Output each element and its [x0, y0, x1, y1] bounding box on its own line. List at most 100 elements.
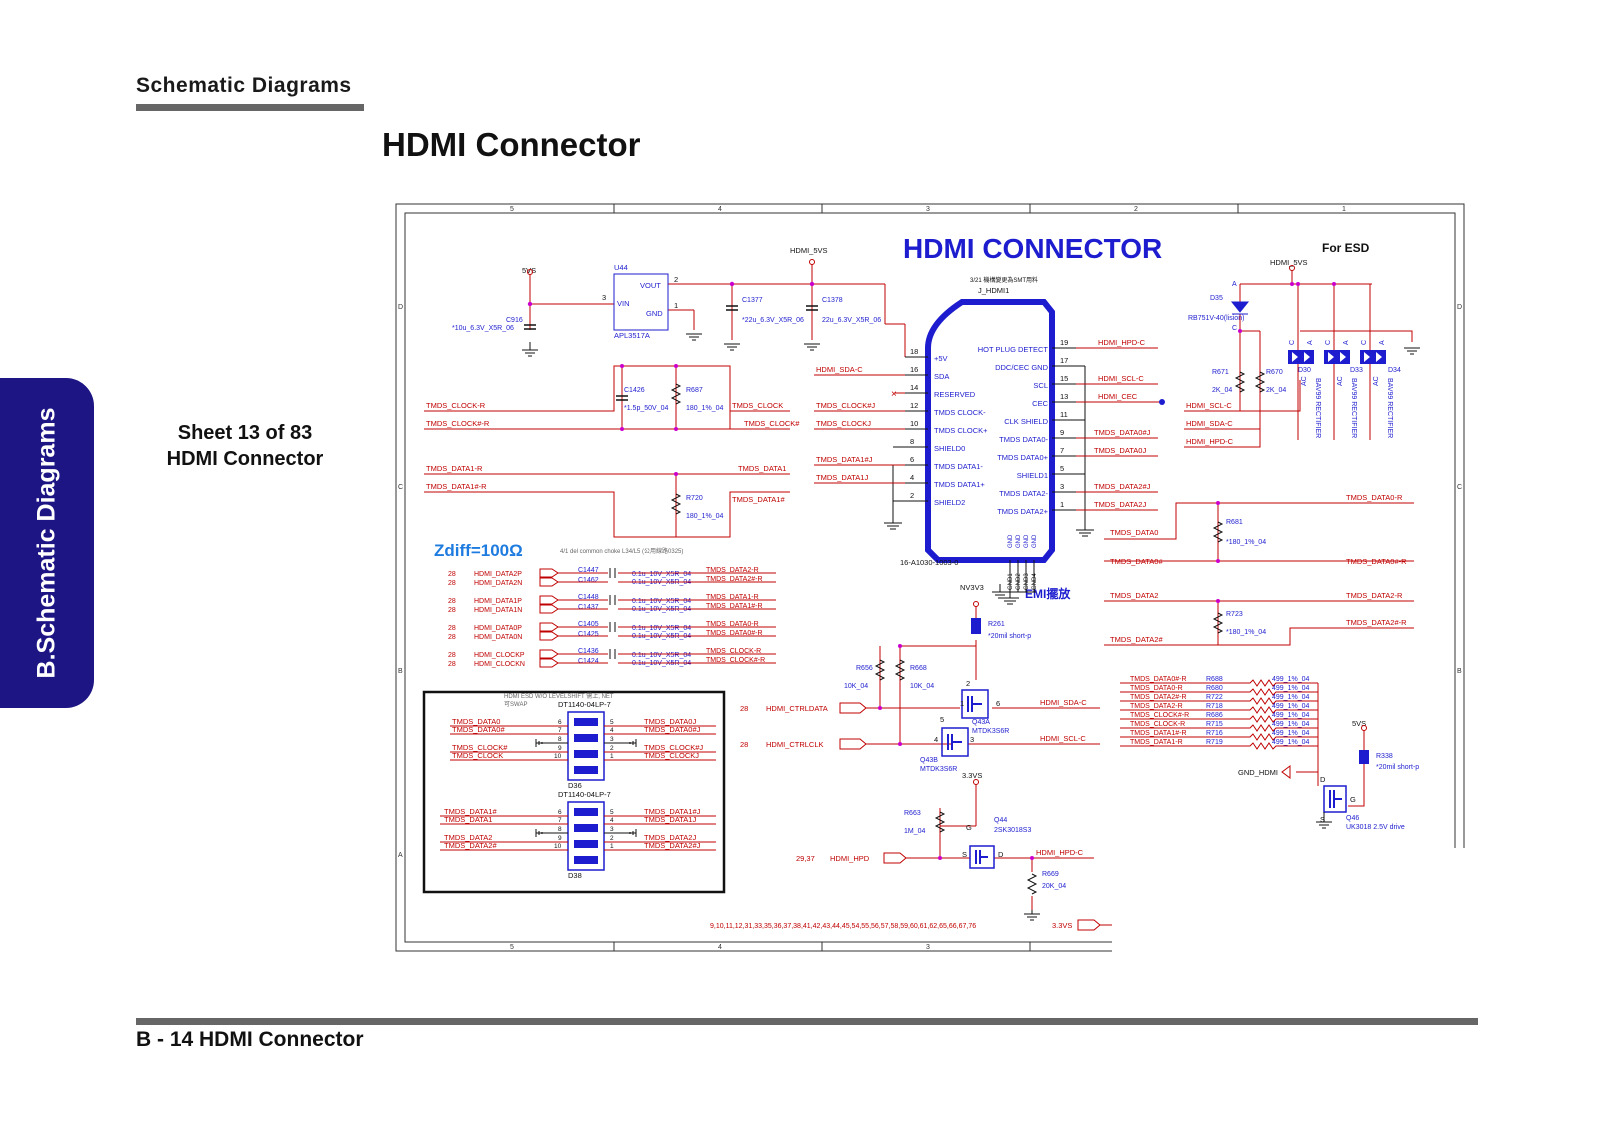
pin-name: TMDS CLOCK- [934, 408, 986, 417]
page-ref: 28 [448, 607, 456, 614]
net-label: TMDS_DATA0-R [1130, 685, 1183, 692]
net-label: TMDS_DATA1#-R [426, 482, 487, 491]
power-port [1361, 725, 1367, 731]
power-port [973, 779, 979, 785]
gnd-label: GND [1016, 534, 1022, 548]
res-val: 499_1%_04 [1272, 739, 1309, 746]
junction [729, 281, 735, 287]
net-label: TMDS_DATA0-R [1346, 493, 1403, 502]
pin-number: 4 [934, 735, 938, 744]
net-label: TMDS_CLOCK#-R [1130, 712, 1189, 719]
r338-ref: R338 [1376, 753, 1393, 760]
row-label: A [398, 852, 403, 859]
pin-number: 19 [1060, 338, 1068, 347]
bav99-pin: C [1361, 340, 1368, 345]
q46-mosfet [1323, 785, 1347, 813]
row-label: D [1457, 304, 1462, 311]
bav99-d33 [1324, 350, 1350, 364]
u44-pin: 2 [674, 275, 678, 284]
gnd-pin: GND2 [1016, 573, 1022, 590]
pin-number: 7 [558, 817, 562, 824]
res-val: 499_1%_04 [1272, 712, 1309, 719]
net-label: TMDS_DATA1J [644, 815, 696, 824]
pin-number: 4 [610, 817, 614, 824]
pin-number: 12 [910, 401, 918, 410]
pin-name: TMDS DATA2+ [997, 507, 1048, 516]
net-label: TMDS_CLOCK [732, 401, 783, 410]
pin-g: G [1350, 795, 1356, 804]
pin-d: D [998, 850, 1004, 859]
col-label: 2 [1134, 206, 1138, 213]
pin-s: S [1320, 815, 1325, 824]
q43a-mosfet [961, 689, 989, 719]
c1377-val: *22u_6.3V_X5R_06 [742, 317, 804, 324]
net-label: HDMI_HPD-C [1036, 848, 1084, 857]
pin-name: SHIELD2 [934, 498, 965, 507]
pin-name: SCL [1033, 381, 1048, 390]
gnd-symbol [1316, 812, 1332, 829]
col-label: 4 [718, 206, 722, 213]
row-label: B [398, 668, 403, 675]
pin-number: 17 [1060, 356, 1068, 365]
side-tab[interactable] [0, 378, 94, 708]
net-label: TMDS_DATA0J [1094, 446, 1146, 455]
section-header: Schematic Diagrams [136, 74, 352, 97]
junction [898, 742, 902, 746]
zdiff-note: 4/1 del common choke L34/L5 (公用線路0325) [560, 547, 683, 555]
net-label: TMDS_DATA0#J [1094, 428, 1151, 437]
gnd-symbol [1404, 347, 1420, 355]
res-ref: R686 [1206, 712, 1223, 719]
res-val: 499_1%_04 [1272, 685, 1309, 692]
frame-cutout [1112, 848, 1472, 958]
r669-symbol [1026, 873, 1038, 895]
pin-number: 10 [910, 419, 918, 428]
pin-number: 3 [1060, 482, 1064, 491]
pin-name: DDC/CEC GND [995, 363, 1049, 372]
net-in: HDMI_DATA2N [474, 580, 522, 587]
note-321: 3/21 機構變更為SMT用料 [970, 276, 1038, 284]
net-label: TMDS_DATA0 [452, 717, 500, 726]
junction [1332, 282, 1336, 286]
cap-val: 0.1u_10V_X5R_04 [632, 571, 691, 578]
pin-number: 7 [1060, 446, 1064, 455]
pwr-5vs: 5VS [1352, 719, 1366, 728]
q43b-mosfet [941, 727, 969, 757]
d35-pin: C [1232, 325, 1237, 332]
pin-number: 5 [1060, 464, 1064, 473]
pin-name: SHIELD1 [1017, 471, 1048, 480]
r670-ref: R670 [1266, 369, 1283, 376]
cap-val: 0.1u_10V_X5R_04 [632, 625, 691, 632]
c916-ref: C916 [506, 317, 523, 324]
pin-number: 6 [558, 809, 562, 816]
power-port [809, 259, 815, 265]
r720-symbol [670, 493, 682, 515]
page-ref: 28 [740, 740, 748, 749]
ac-cap-row: 28HDMI_DATA0NC14250.1u_10V_X5R_04TMDS_DA… [448, 630, 776, 641]
page-ref: 28 [448, 652, 456, 659]
net-out: TMDS_CLOCK#-R [706, 657, 765, 664]
pin-number: 3 [610, 826, 614, 833]
esd-wires [1184, 270, 1413, 448]
col-label: 1 [1342, 206, 1346, 213]
row-label: C [398, 484, 403, 491]
net-label: TMDS_CLOCK#J [644, 743, 703, 752]
row-label: D [398, 304, 403, 311]
pin-name: TMDS DATA2- [999, 489, 1048, 498]
net-label: TMDS_DATA1-R [1130, 739, 1183, 746]
power-port [527, 269, 533, 275]
res-ref: R722 [1206, 694, 1223, 701]
gnd-label: GND [1032, 534, 1038, 548]
junction [1030, 856, 1034, 860]
connector-part: 16-A1030-1003-0 [900, 558, 958, 567]
junction [620, 364, 624, 368]
net-label: TMDS_DATA1#J [644, 807, 701, 816]
pin-number: 9 [1060, 428, 1064, 437]
pin-number: 1 [1060, 500, 1064, 509]
net-label: TMDS_CLOCK [452, 751, 503, 760]
